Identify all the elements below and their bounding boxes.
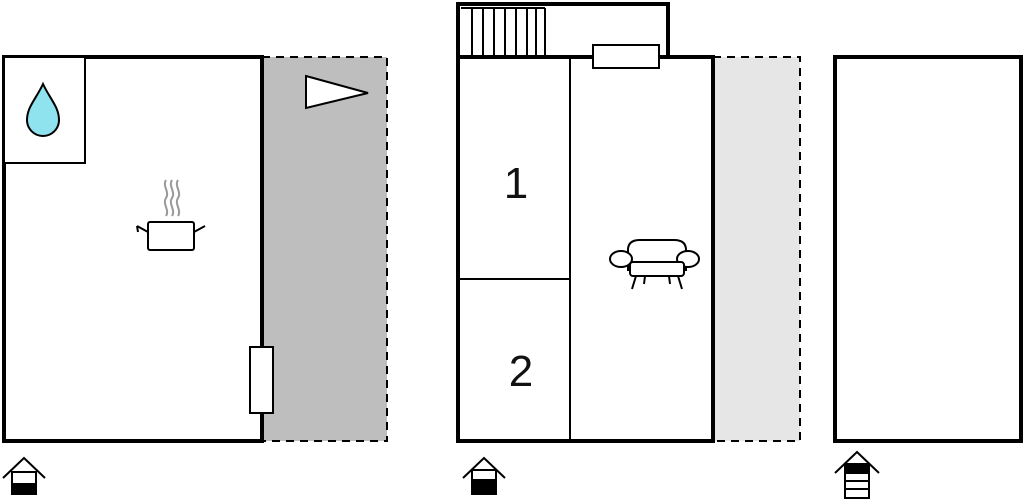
house-ground-floor-icon xyxy=(2,456,46,495)
flag-icon xyxy=(305,74,369,110)
room-number-1: 1 xyxy=(504,159,528,208)
ground-floor xyxy=(2,55,388,443)
cooking-pot-icon xyxy=(136,179,206,251)
radiator-icon xyxy=(592,44,660,69)
terrace-light xyxy=(712,56,801,442)
house-first-floor-icon xyxy=(462,456,506,495)
stairs-icon xyxy=(461,7,546,57)
armchair-icon xyxy=(609,239,700,290)
water-drop-icon xyxy=(25,81,61,137)
terrace-dark xyxy=(261,56,388,442)
house-second-floor-icon xyxy=(834,450,880,499)
radiator-icon xyxy=(249,346,274,414)
room-number-2: 2 xyxy=(509,347,533,396)
second-floor-outline xyxy=(833,55,1023,443)
second-floor xyxy=(833,55,1023,443)
first-floor: 1 2 xyxy=(456,2,801,443)
